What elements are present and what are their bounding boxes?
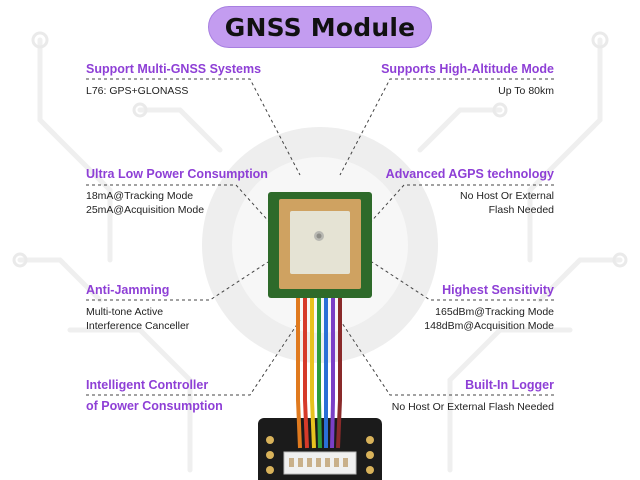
gnss-antenna-module xyxy=(268,192,372,298)
leader-lines xyxy=(86,78,554,396)
ribbon-wires xyxy=(296,298,342,449)
feature-heading: Ultra Low Power Consumption xyxy=(86,167,268,181)
feature-high-altitude: Supports High-Altitude Mode Up To 80km xyxy=(381,62,554,99)
feature-logger: Built-In Logger No Host Or External Flas… xyxy=(392,378,554,415)
feature-heading: Anti-Jamming xyxy=(86,283,170,297)
page-title: GNSS Module xyxy=(224,12,416,42)
feature-detail: 148dBm@Acquisition Mode xyxy=(424,319,554,332)
feature-heading: Advanced AGPS technology xyxy=(385,167,554,181)
feature-low-power: Ultra Low Power Consumption 18mA@Trackin… xyxy=(86,167,268,217)
breakout-board xyxy=(258,418,382,480)
feature-heading-line: Intelligent Controller xyxy=(86,378,209,392)
feature-detail: 165dBm@Tracking Mode xyxy=(435,306,554,318)
feature-heading: Built-In Logger xyxy=(465,378,554,392)
feature-detail: 18mA@Tracking Mode xyxy=(86,190,194,202)
feature-detail: No Host Or External Flash Needed xyxy=(391,401,554,413)
feature-multi-gnss: Support Multi-GNSS Systems L76: GPS+GLON… xyxy=(86,62,261,99)
feature-detail: No Host Or External xyxy=(460,190,554,202)
feature-heading: Support Multi-GNSS Systems xyxy=(86,62,262,76)
feature-detail: Up To 80km xyxy=(498,85,554,97)
feature-agps: Advanced AGPS technology No Host Or Exte… xyxy=(386,167,554,217)
feature-detail: Multi-tone Active xyxy=(86,306,164,318)
feature-detail: L76: GPS+GLONASS xyxy=(86,85,189,97)
feature-detail: 25mA@Acquisition Mode xyxy=(86,203,205,216)
title-banner: GNSS Module xyxy=(208,6,432,48)
circuit-nodes xyxy=(12,31,628,268)
feature-heading: Supports High-Altitude Mode xyxy=(381,62,554,76)
feature-heading-line: of Power Consumption xyxy=(86,399,223,413)
feature-heading: Highest Sensitivity xyxy=(442,283,554,297)
feature-intelligent-controller: Intelligent Controller of Power Consumpt… xyxy=(86,378,223,413)
feature-detail: Interference Canceller xyxy=(86,319,190,332)
circuit-traces xyxy=(17,37,623,473)
feature-anti-jamming: Anti-Jamming Multi-tone Active Interfere… xyxy=(86,283,189,333)
feature-detail: Flash Needed xyxy=(488,203,554,216)
feature-sensitivity: Highest Sensitivity 165dBm@Tracking Mode… xyxy=(424,283,554,333)
